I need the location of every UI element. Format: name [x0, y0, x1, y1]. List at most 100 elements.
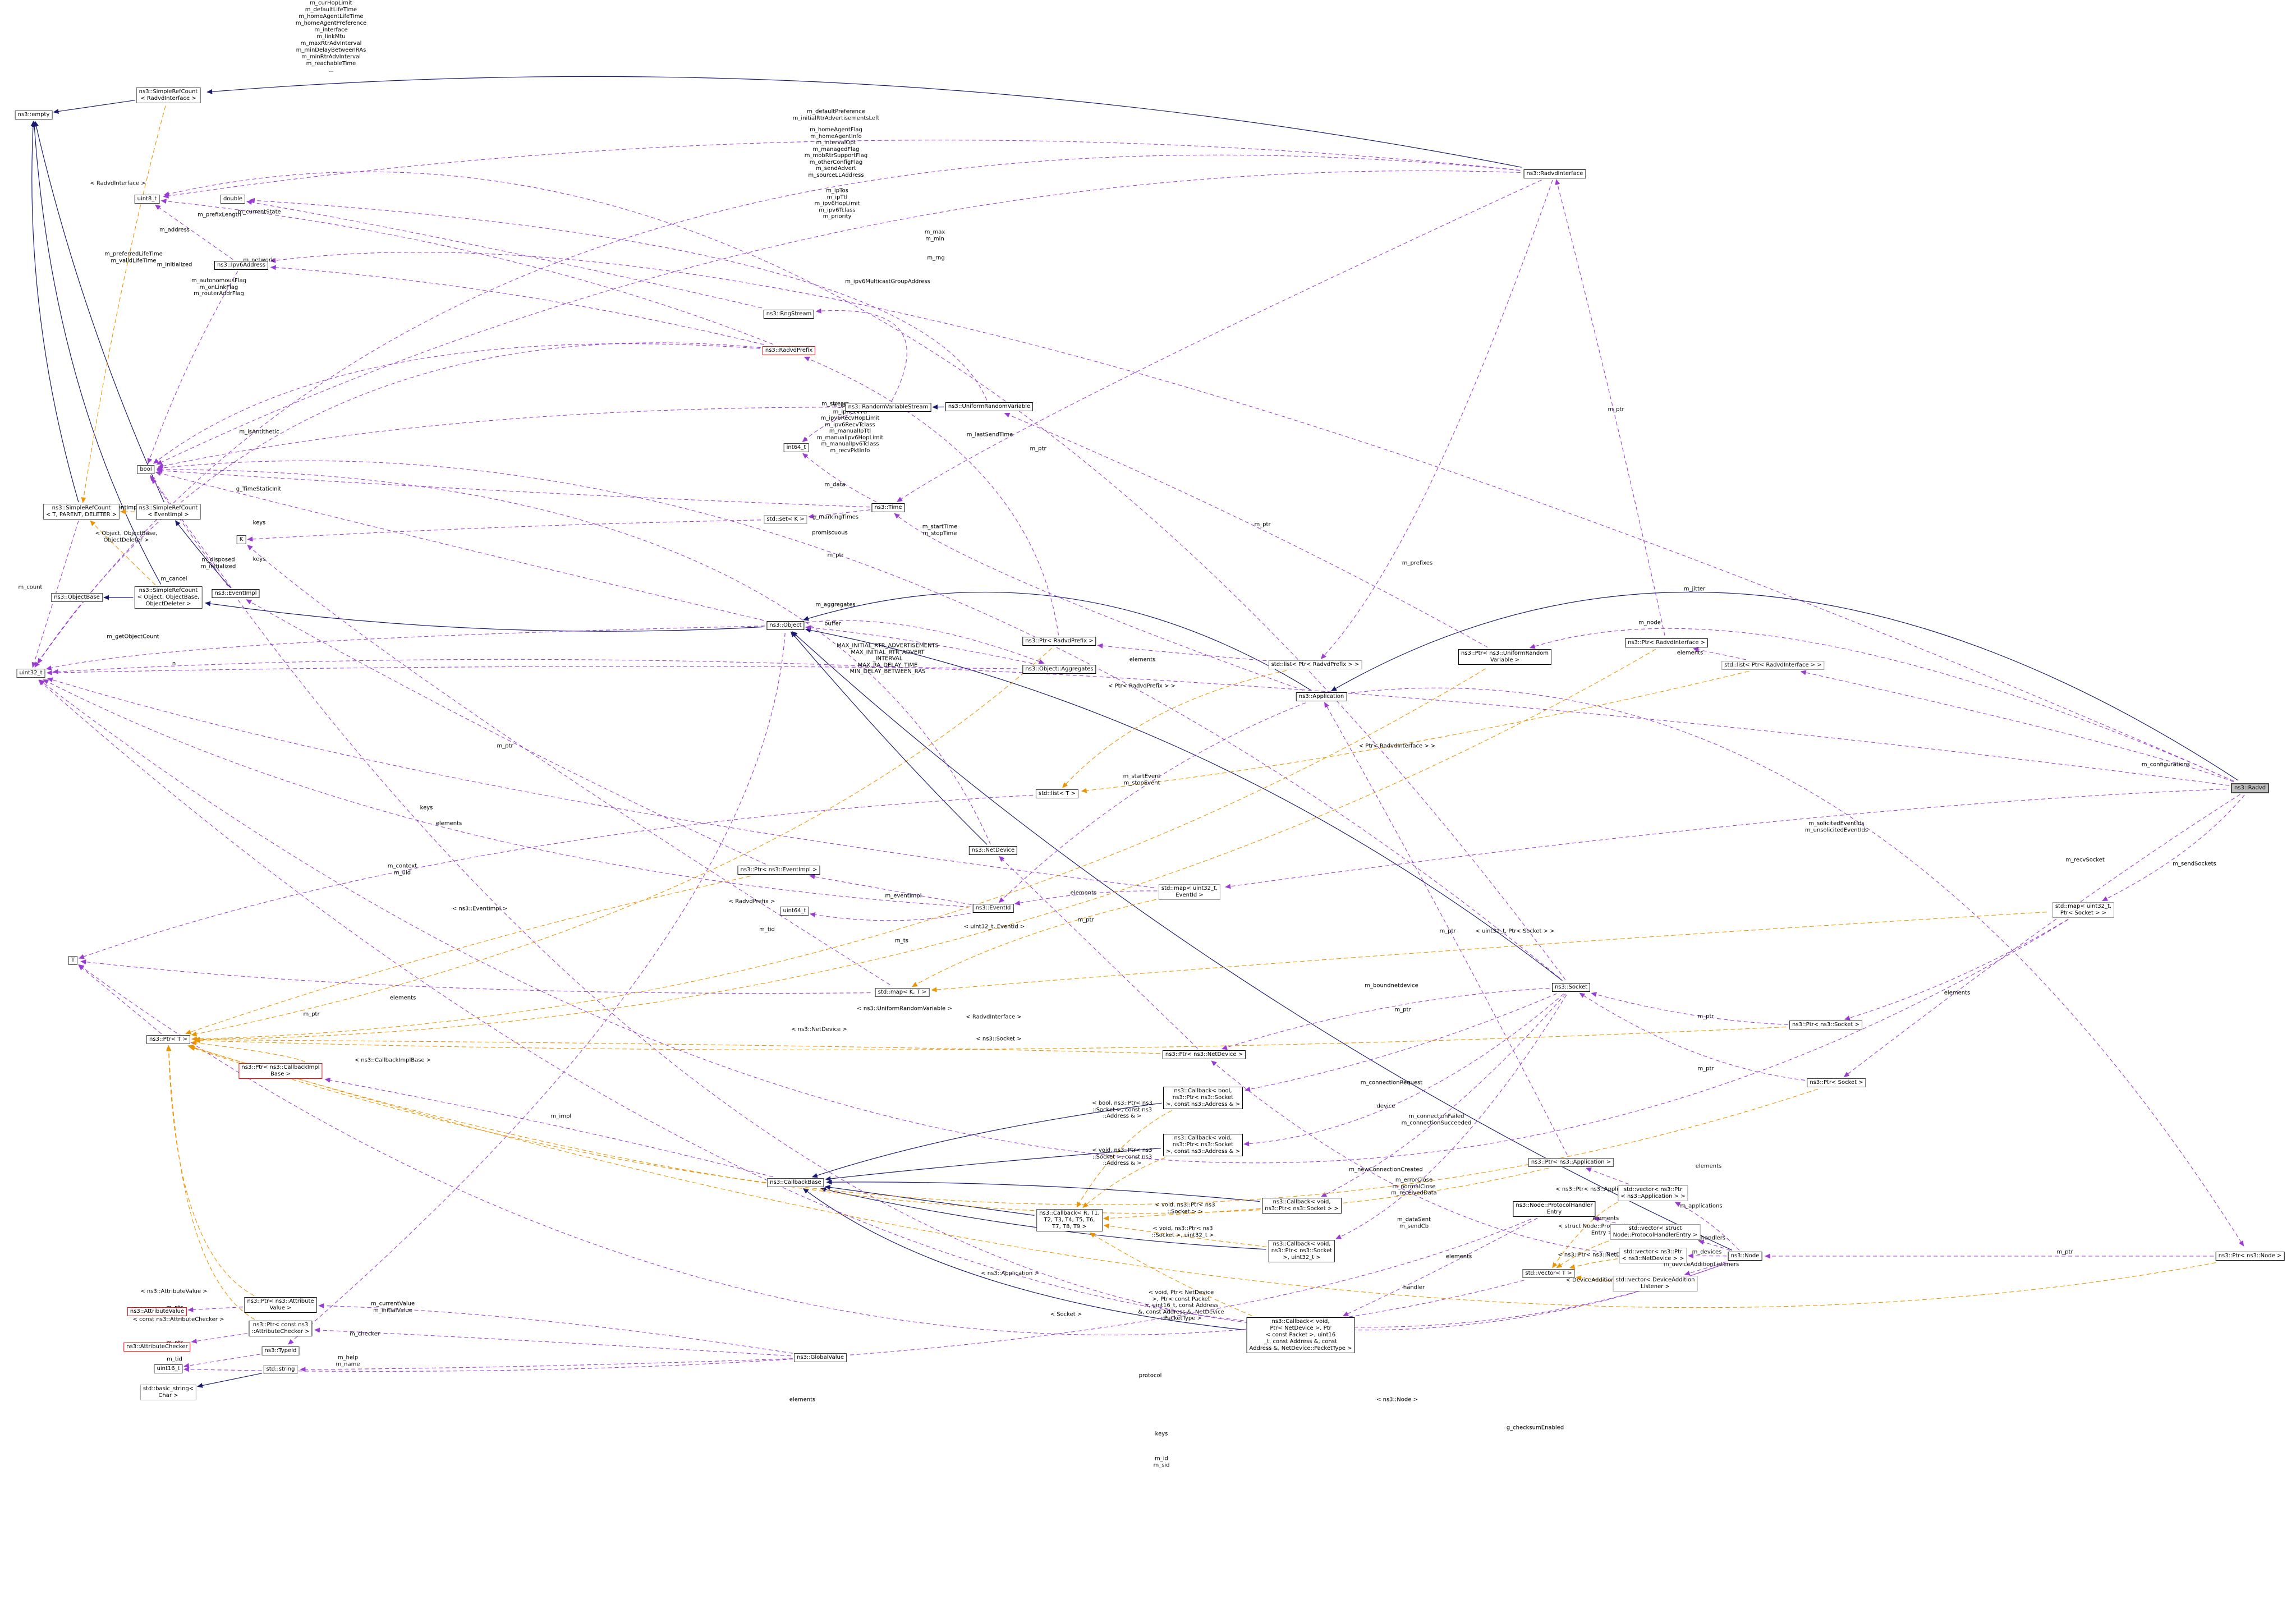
edge-mapU32PtrSocket-uint32	[39, 679, 2068, 1164]
graph-node-rngStream[interactable]: ns3::RngStream	[763, 310, 815, 319]
edge-ptrAttrValue-attrValue	[187, 1307, 244, 1312]
edge-netDevice-object	[790, 631, 988, 845]
edge-label: elements	[1129, 656, 1156, 663]
graph-node-listPtrRadvdPrefix[interactable]: std::list< Ptr< RadvdPrefix > >	[1268, 660, 1362, 669]
graph-node-uint64[interactable]: uint64_t	[780, 907, 809, 916]
graph-node-netDevice[interactable]: ns3::NetDevice	[968, 846, 1018, 855]
graph-node-radvdIface[interactable]: ns3::RadvdInterface	[1523, 169, 1586, 178]
edge-label: < const ns3::AttributeChecker >	[132, 1316, 224, 1323]
graph-node-uint32[interactable]: uint32_t	[16, 669, 45, 678]
graph-node-cbBool[interactable]: ns3::Callback< bool, ns3::Ptr< ns3::Sock…	[1163, 1087, 1243, 1109]
edge-radvdPrefix-uint32	[34, 342, 761, 668]
graph-node-K[interactable]: K	[236, 535, 246, 544]
edge-label: buffer	[824, 620, 841, 627]
graph-node-cbVoidAddr[interactable]: ns3::Callback< void, ns3::Ptr< ns3::Sock…	[1163, 1134, 1243, 1156]
graph-node-eventImpl[interactable]: ns3::EventImpl	[212, 589, 260, 598]
graph-node-callbackBase[interactable]: ns3::CallbackBase	[767, 1178, 824, 1187]
edge-srcObject-srcTPD	[90, 520, 156, 586]
graph-node-attrValue[interactable]: ns3::AttributeValue	[127, 1307, 187, 1316]
edge-label: m_ipTos m_ipTtl m_ipv6HopLimit m_ipv6Tcl…	[814, 187, 860, 220]
graph-node-typeId[interactable]: ns3::TypeId	[261, 1346, 300, 1355]
graph-node-globalValue[interactable]: ns3::GlobalValue	[793, 1353, 847, 1362]
edge-label: < ns3::Socket >	[976, 1036, 1022, 1042]
graph-node-radvdPrefix[interactable]: ns3::RadvdPrefix	[762, 346, 816, 355]
graph-node-ptrNetDevice[interactable]: ns3::Ptr< ns3::NetDevice >	[1162, 1050, 1246, 1059]
edge-label: m_getObjectCount	[107, 633, 159, 640]
graph-node-empty[interactable]: ns3::empty	[15, 111, 53, 119]
graph-node-mapU32PtrSocket[interactable]: std::map< uint32_t, Ptr< Socket > >	[2052, 902, 2115, 918]
edge-aggregates-uint32	[46, 666, 1018, 675]
graph-node-bool[interactable]: bool	[137, 465, 155, 474]
graph-node-ptrCallbackImplBase[interactable]: ns3::Ptr< ns3::CallbackImpl Base >	[238, 1063, 323, 1079]
graph-node-vecDAL[interactable]: std::vector< DeviceAddition Listener >	[1613, 1276, 1698, 1291]
edge-radvdPrefix-ipv6addr	[270, 265, 764, 345]
edge-label: m_deviceAdditionListeners	[1663, 1261, 1739, 1268]
graph-node-eventId[interactable]: ns3::EventId	[972, 904, 1014, 913]
edge-label: m_errorClose m_normalClose m_receivedDat…	[1391, 1176, 1437, 1196]
graph-node-ptrEventImpl[interactable]: ns3::Ptr< ns3::EventImpl >	[737, 866, 820, 875]
graph-node-vecPtrApp[interactable]: std::vector< ns3::Ptr < ns3::Application…	[1618, 1185, 1688, 1201]
graph-node-ptrNs3Socket[interactable]: ns3::Ptr< ns3::Socket >	[1789, 1021, 1862, 1029]
edge-cbR-callbackBase	[824, 1184, 1035, 1216]
graph-node-srcTPD[interactable]: ns3::SimpleRefCount < T, PARENT, DELETER…	[43, 504, 120, 520]
graph-node-ptrRadvdPrefix[interactable]: ns3::Ptr< RadvdPrefix >	[1022, 637, 1096, 646]
graph-node-srcObject[interactable]: ns3::SimpleRefCount < Object, ObjectBase…	[134, 586, 203, 609]
graph-node-listPtrRadvdIface[interactable]: std::list< Ptr< RadvdInterface > >	[1721, 661, 1825, 670]
graph-node-uint8[interactable]: uint8_t	[134, 195, 160, 204]
graph-node-setK[interactable]: std::set< K >	[764, 515, 807, 524]
graph-node-objectBase[interactable]: ns3::ObjectBase	[51, 593, 103, 602]
graph-node-int64[interactable]: int64_t	[783, 443, 809, 452]
graph-node-phe[interactable]: ns3::Node::ProtocolHandler Entry	[1513, 1201, 1596, 1217]
graph-node-ptrNode[interactable]: ns3::Ptr< ns3::Node >	[2215, 1252, 2285, 1261]
edge-label: m_network	[243, 257, 274, 264]
edge-callbackBase-ptrCallbackImplBase	[324, 1077, 773, 1178]
graph-node-cbVoidSocket[interactable]: ns3::Callback< void, ns3::Ptr< ns3::Sock…	[1262, 1198, 1342, 1214]
graph-node-listT[interactable]: std::list< T >	[1035, 789, 1079, 798]
edge-srcTPD-empty	[30, 121, 79, 503]
graph-node-ptrAttrChecker[interactable]: ns3::Ptr< const ns3 ::AttributeChecker >	[249, 1321, 313, 1336]
graph-node-vecPHE[interactable]: std::vector< struct Node::ProtocolHandle…	[1610, 1224, 1701, 1240]
edge-globalValue-ptrAttrChecker	[314, 1327, 791, 1357]
graph-node-basicString[interactable]: std::basic_string< Char >	[140, 1385, 197, 1400]
edge-ptrT-T	[78, 964, 162, 1035]
edge-rvs-int64	[802, 412, 855, 443]
graph-node-ptrURV[interactable]: ns3::Ptr< ns3::UniformRandom Variable >	[1458, 649, 1552, 665]
graph-node-double[interactable]: double	[220, 195, 246, 204]
edge-application-eventId	[998, 702, 1306, 903]
graph-node-radvd[interactable]: ns3::Radvd	[2230, 783, 2270, 793]
graph-node-object[interactable]: ns3::Object	[766, 621, 805, 630]
edge-label: < ns3::Node >	[1376, 1396, 1418, 1403]
graph-node-node[interactable]: ns3::Node	[1728, 1252, 1762, 1261]
graph-node-srcRadvdIf[interactable]: ns3::SimpleRefCount < RadvdInterface >	[136, 88, 201, 103]
graph-node-socket[interactable]: ns3::Socket	[1551, 983, 1591, 992]
graph-node-vecT[interactable]: std::vector< T >	[1522, 1269, 1575, 1278]
graph-node-T[interactable]: T	[68, 956, 78, 965]
edge-radvdIface-srcRadvdIf	[206, 76, 1522, 168]
graph-node-ptrApplication[interactable]: ns3::Ptr< ns3::Application >	[1528, 1158, 1614, 1167]
edge-ptrEventImpl-ptrT	[185, 876, 751, 1035]
graph-node-ptrAttrValue[interactable]: ns3::Ptr< ns3::Attribute Value >	[244, 1297, 317, 1313]
graph-node-mapKT[interactable]: std::map< K, T >	[875, 988, 930, 997]
graph-node-srcEventImpl[interactable]: ns3::SimpleRefCount < EventImpl >	[136, 504, 201, 520]
graph-node-time[interactable]: ns3::Time	[871, 503, 905, 512]
graph-node-cbVoidSocketU32[interactable]: ns3::Callback< void, ns3::Ptr< ns3::Sock…	[1268, 1240, 1335, 1262]
graph-node-ptrSocket[interactable]: ns3::Ptr< Socket >	[1807, 1078, 1866, 1087]
edge-eventImpl-srcEventImpl	[175, 520, 231, 588]
graph-node-rvs[interactable]: ns3::RandomVariableStream	[845, 403, 931, 412]
edge-object-bool	[155, 471, 764, 621]
graph-node-mapU32EventId[interactable]: std::map< uint32_t, EventId >	[1158, 884, 1221, 900]
graph-node-attrChecker[interactable]: ns3::AttributeChecker	[123, 1343, 191, 1352]
graph-node-ipv6addr[interactable]: ns3::Ipv6Address	[214, 261, 269, 270]
graph-node-cbR[interactable]: ns3::Callback< R, T1, T2, T3, T4, T5, T6…	[1036, 1209, 1103, 1231]
graph-node-application[interactable]: ns3::Application	[1296, 692, 1347, 701]
graph-node-vecPtrNetDev[interactable]: std::vector< ns3::Ptr < ns3::NetDevice >…	[1619, 1248, 1687, 1263]
graph-node-aggregates[interactable]: ns3::Object::Aggregates	[1022, 665, 1096, 674]
graph-node-stdString[interactable]: std::string	[263, 1365, 298, 1374]
graph-node-ptrRadvdIface[interactable]: ns3::Ptr< RadvdInterface >	[1624, 638, 1709, 647]
graph-node-urv[interactable]: ns3::UniformRandomVariable	[945, 402, 1034, 411]
graph-node-ptrT[interactable]: ns3::Ptr< T >	[146, 1035, 190, 1044]
graph-node-cbPacket[interactable]: ns3::Callback< void, Ptr< NetDevice >, P…	[1246, 1317, 1355, 1353]
graph-node-uint16[interactable]: uint16_t	[154, 1364, 183, 1373]
edge-node-vecPtrApp	[1674, 1202, 1740, 1251]
